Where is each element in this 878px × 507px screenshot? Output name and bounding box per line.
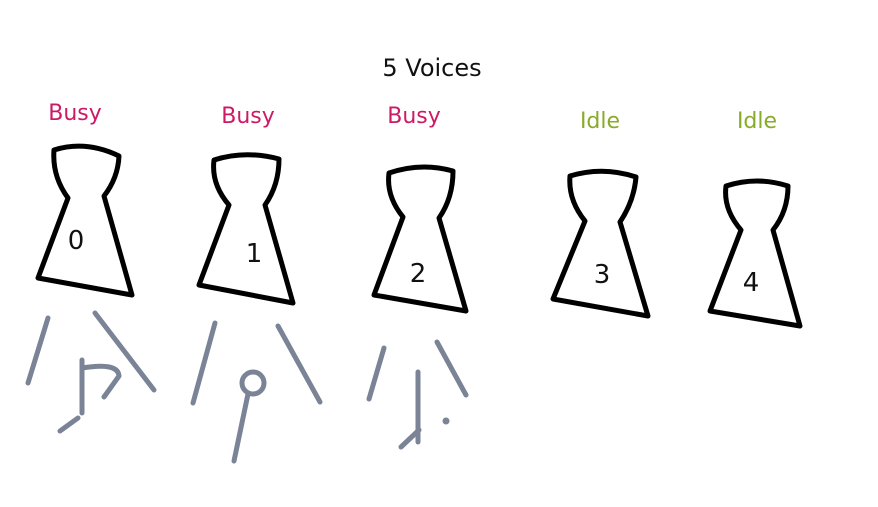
note-dot	[442, 417, 450, 425]
voice-status-label: Busy	[221, 104, 275, 129]
voice-status-label: Busy	[48, 101, 102, 126]
voice-status-label: Idle	[580, 109, 620, 134]
voice-number: 3	[594, 260, 611, 290]
voice-shape	[35, 143, 135, 298]
voice-status-label: Idle	[737, 109, 777, 134]
voice-2: Busy 2	[366, 104, 469, 450]
voice-number: 1	[246, 239, 263, 269]
voice-1: Busy 1	[190, 104, 323, 464]
voice-3: Idle 3	[550, 109, 651, 319]
voice-number: 4	[743, 268, 760, 298]
voice-shape	[371, 164, 469, 314]
voice-status-label: Busy	[387, 104, 441, 129]
voice-number: 2	[410, 259, 427, 289]
voice-4: Idle 4	[707, 109, 803, 329]
diagram-title: 5 Voices	[382, 54, 481, 82]
note-symbol	[366, 339, 469, 450]
note-symbol	[25, 310, 157, 434]
voice-0: Busy 0	[25, 101, 157, 434]
voice-shape	[196, 152, 296, 306]
voice-shape	[550, 168, 651, 319]
note-symbol	[190, 320, 323, 464]
voice-number: 0	[68, 226, 85, 256]
voice-shape	[707, 178, 803, 329]
